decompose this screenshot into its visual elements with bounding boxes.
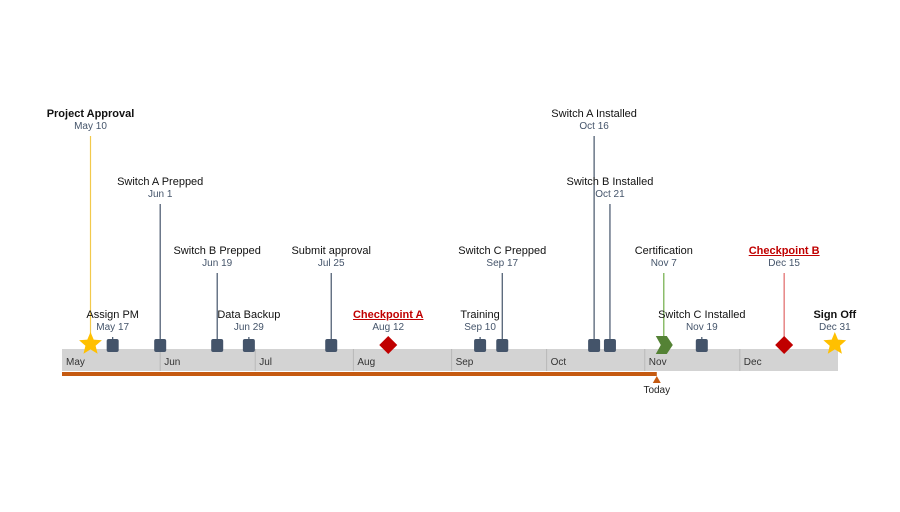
task-marker: [496, 339, 509, 352]
milestone-date: Dec 31: [818, 322, 851, 333]
month-label: Nov: [648, 357, 667, 368]
task-marker: [695, 339, 708, 352]
milestone-date: Jun 19: [202, 258, 233, 269]
milestone-title: Switch B Prepped: [173, 245, 261, 257]
checkpoint-marker: [775, 336, 794, 354]
checkpoint-marker: [379, 336, 398, 354]
milestone-title: Switch C Prepped: [458, 245, 547, 257]
milestone-title: Checkpoint A: [352, 309, 424, 321]
task-marker: [325, 339, 338, 352]
task-marker: [588, 339, 601, 352]
milestone-date: Jun 29: [233, 322, 264, 333]
milestone-date: Oct 21: [595, 189, 625, 200]
milestone-title: Switch A Installed: [551, 108, 637, 120]
month-label: Oct: [550, 357, 567, 368]
milestone-title: Sign Off: [813, 309, 857, 321]
task-marker: [474, 339, 487, 352]
month-label: Jul: [259, 357, 272, 368]
today-marker: [652, 376, 661, 383]
milestone-title: Switch B Installed: [566, 176, 654, 188]
milestone-date: Jun 1: [147, 189, 173, 200]
milestone-title: Submit approval: [291, 245, 371, 257]
milestone-title: Checkpoint B: [748, 245, 820, 257]
month-label: Jun: [164, 357, 181, 368]
milestone-title: Switch A Prepped: [117, 176, 204, 188]
month-label: Aug: [357, 357, 376, 368]
milestone-title: Data Backup: [217, 309, 281, 321]
task-marker: [154, 339, 167, 352]
month-label: Dec: [743, 357, 762, 368]
month-label: May: [66, 357, 85, 368]
star-marker: [79, 332, 102, 354]
task-marker: [603, 339, 616, 352]
task-marker: [106, 339, 119, 352]
task-marker: [211, 339, 224, 352]
milestone-title: Certification: [634, 245, 693, 257]
milestone-title: Switch C Installed: [658, 309, 746, 321]
month-label: Sep: [455, 357, 474, 368]
milestone-date: May 17: [96, 322, 130, 333]
milestone-date: Aug 12: [372, 322, 405, 333]
progress-bar: [62, 372, 657, 376]
milestone-date: Oct 16: [579, 121, 609, 132]
milestone-date: Jul 25: [317, 258, 345, 269]
milestone-date: Sep 17: [486, 258, 519, 269]
milestone-date: May 10: [74, 121, 107, 132]
certification-marker: [655, 336, 673, 354]
milestone-title: Project Approval: [46, 108, 135, 120]
milestone-date: Sep 10: [464, 322, 496, 333]
milestone-title: Assign PM: [86, 309, 139, 321]
milestone-date: Dec 15: [768, 258, 800, 269]
milestone-date: Nov 7: [650, 258, 677, 269]
milestone-title: Training: [460, 309, 500, 321]
today-label: Today: [643, 385, 671, 396]
timeline-band: [62, 349, 838, 371]
star-marker: [823, 332, 847, 354]
task-marker: [242, 339, 255, 352]
milestone-date: Nov 19: [685, 322, 718, 333]
